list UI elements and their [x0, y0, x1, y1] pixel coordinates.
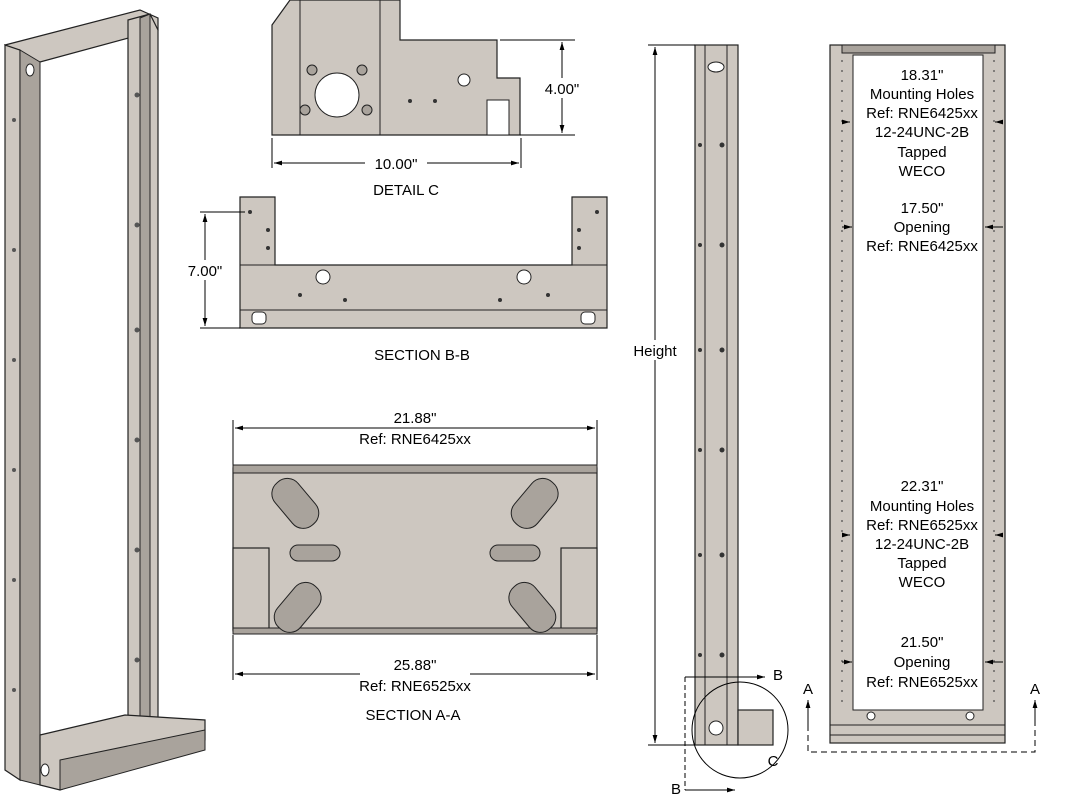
callout-line: Opening [894, 654, 951, 671]
upper-mounting-callout: 18.31" Mounting Holes Ref: RNE6425xx 12-… [866, 67, 978, 180]
callout-line: Ref: RNE6525xx [866, 517, 978, 534]
lower-opening-callout: 21.50" Opening Ref: RNE6525xx [866, 634, 978, 691]
callout-line: Ref: RNE6425xx [866, 105, 978, 122]
callout-line: WECO [899, 574, 946, 591]
callout-line: 12-24UNC-2B [875, 536, 969, 553]
section-a-marker-right: A [1030, 681, 1040, 698]
callout-line: Opening [894, 219, 951, 236]
callout-line: Mounting Holes [870, 86, 974, 103]
detail-c-view: 4.00" 10.00" DETAIL C [271, 0, 588, 199]
detail-c-marker: C [768, 753, 779, 770]
section-a-marker-left: A [803, 681, 813, 698]
detail-c-caption: DETAIL C [373, 182, 439, 199]
lower-mounting-callout: 22.31" Mounting Holes Ref: RNE6525xx 12-… [866, 478, 978, 591]
callout-line: Tapped [897, 555, 946, 572]
callout-line: Tapped [897, 144, 946, 161]
callout-line: 17.50" [901, 200, 944, 217]
section-bb-height-dim: 7.00" [188, 263, 223, 280]
section-bb-caption: SECTION B-B [374, 347, 470, 364]
section-b-marker-bottom: B [671, 781, 681, 798]
callout-line: Ref: RNE6525xx [866, 674, 978, 691]
isometric-rack-view [3, 9, 206, 791]
front-view: 18.31" Mounting Holes Ref: RNE6425xx 12-… [803, 44, 1040, 753]
callout-line: Ref: RNE6425xx [866, 238, 978, 255]
callout-line: Mounting Holes [870, 498, 974, 515]
section-b-marker-top: B [773, 667, 783, 684]
section-aa-bottom-ref: Ref: RNE6525xx [359, 678, 471, 695]
detail-c-circle [691, 681, 789, 779]
callout-line: 18.31" [901, 67, 944, 84]
detail-c-height-dim: 4.00" [545, 81, 580, 98]
callout-line: WECO [899, 163, 946, 180]
section-aa-top-ref: Ref: RNE6425xx [359, 431, 471, 448]
height-dim-label: Height [633, 343, 677, 360]
upper-opening-callout: 17.50" Opening Ref: RNE6425xx [866, 200, 978, 255]
callout-line: 21.50" [901, 634, 944, 651]
callout-line: 22.31" [901, 478, 944, 495]
side-view: Height B B C [627, 44, 789, 798]
section-bb-view: 7.00" SECTION B-B [185, 196, 608, 364]
section-aa-view: 21.88" Ref: RNE6425xx 25.88" Ref: RNE652… [232, 410, 598, 724]
section-aa-bottom-dim: 25.88" [394, 657, 437, 674]
detail-c-width-dim: 10.00" [375, 156, 418, 173]
section-aa-caption: SECTION A-A [365, 707, 460, 724]
cable-hole [314, 72, 360, 118]
section-aa-top-dim: 21.88" [394, 410, 437, 427]
callout-line: 12-24UNC-2B [875, 124, 969, 141]
